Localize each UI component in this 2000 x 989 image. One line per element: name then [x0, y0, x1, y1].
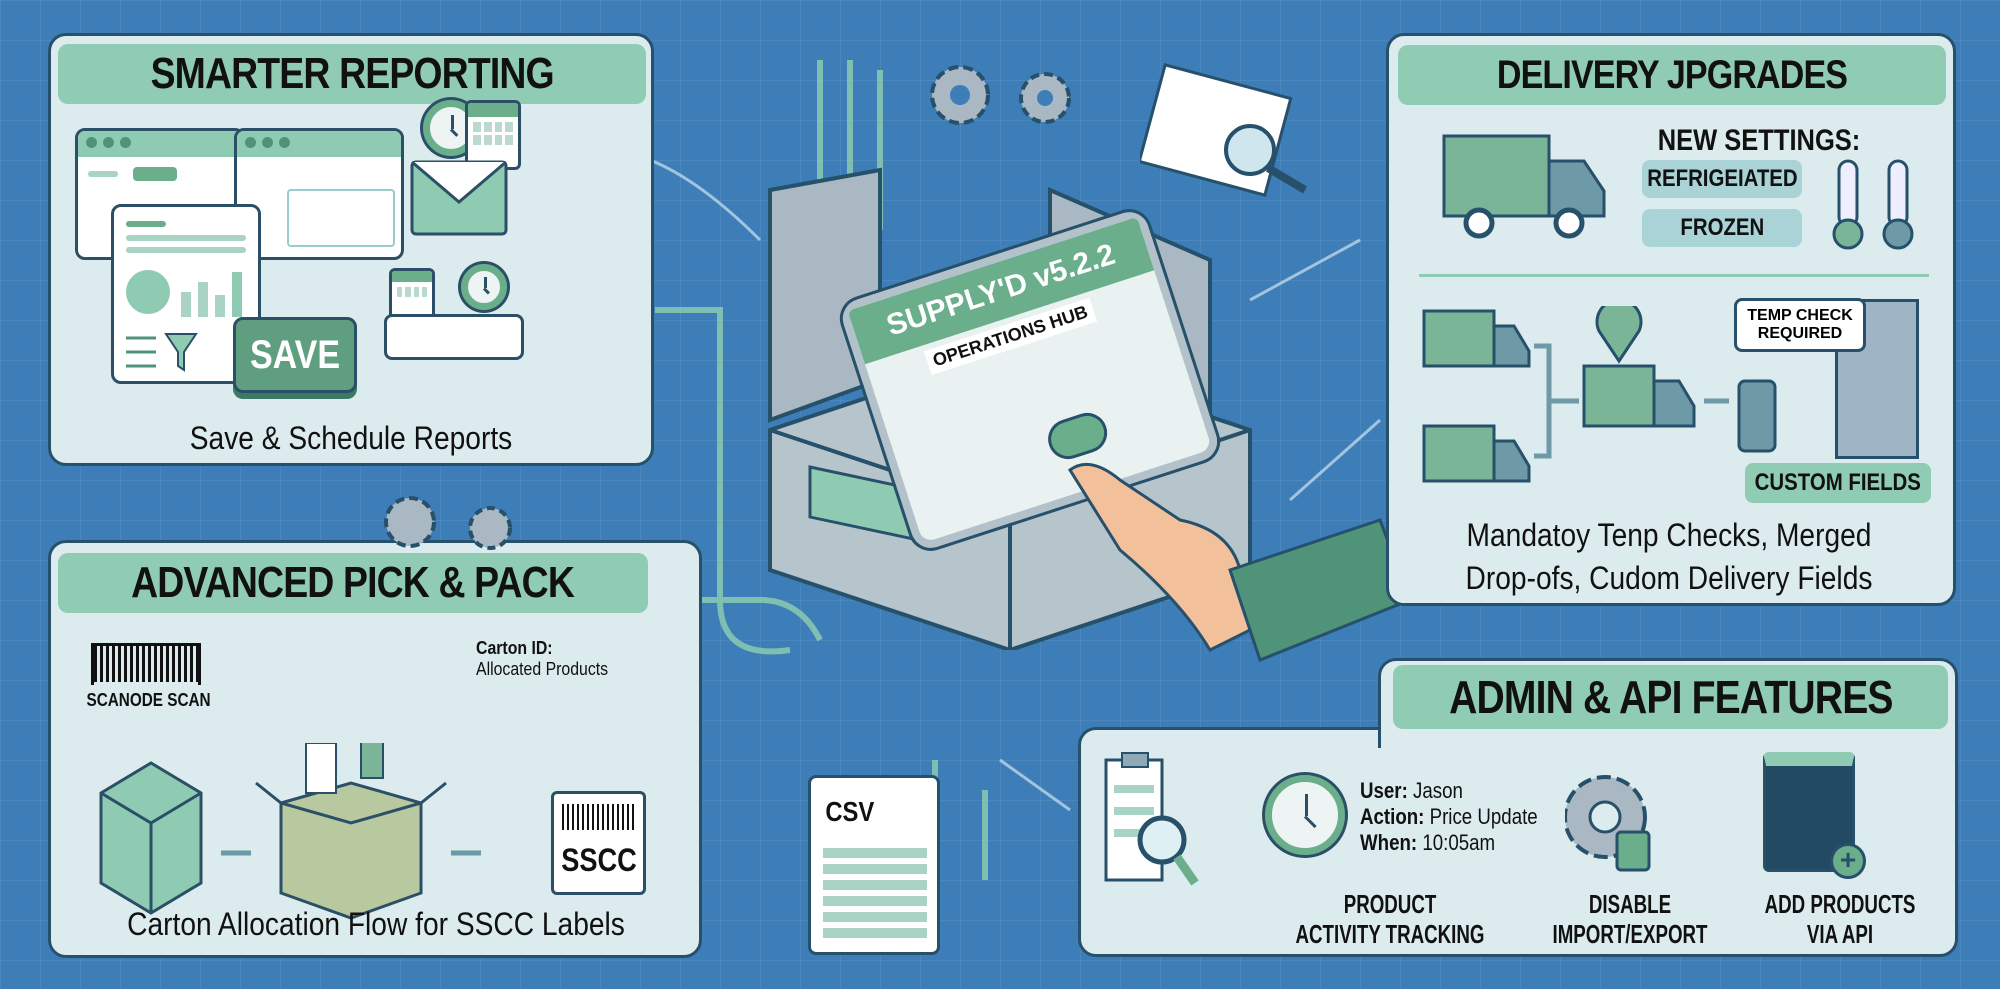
feature-disable-import-export: DISABLE IMPORT/EXPORT [1552, 889, 1708, 949]
delivery-caption-line2: Drop-ofs, Cudom Delivery Fields [1465, 560, 1873, 596]
email-icon [410, 160, 508, 236]
clock-icon [461, 264, 507, 310]
panel-title: ADMIN & API FEATURES [1393, 665, 1948, 729]
delivery-upgrades-panel: DELIVERY JPGRADES NEW SETTINGS: REFRIGEI… [1386, 33, 1956, 606]
delivery-caption-line1: Mandatoy Tenp Checks, Merged [1466, 517, 1872, 553]
report-window-icon [234, 128, 404, 260]
pick-pack-panel: ADVANCED PICK & PACK SCANODE SCAN Carton… [48, 540, 702, 958]
add-icon[interactable]: + [1830, 843, 1866, 879]
feature-add-products-api: ADD PRODUCTS VIA API [1764, 889, 1916, 949]
panel-title: SMARTER REPORTING [58, 44, 646, 104]
gears-icon [384, 496, 512, 550]
panel-title: DELIVERY JPGRADES [1398, 45, 1946, 105]
reporting-caption: Save & Schedule Reports [189, 420, 513, 456]
truck-icon [1442, 134, 1606, 239]
filter-icon [126, 333, 198, 372]
pointing-hand [1067, 462, 1412, 662]
custom-fields-badge: CUSTOM FIELDS [1745, 463, 1931, 503]
thermometer-icon [1832, 159, 1914, 250]
refrigerated-option[interactable]: REFRIGEIATED [1642, 160, 1802, 198]
temp-check-bubble: TEMP CHECK REQUIRED [1734, 298, 1866, 352]
sscc-label-icon: SSCC [551, 791, 646, 895]
feature-product-activity: PRODUCT ACTIVITY TRACKING [1295, 889, 1485, 949]
activity-log: User: Jason Action: Price Update When: 1… [1360, 778, 1538, 855]
schedule-bar [384, 314, 524, 360]
clock-icon [1265, 775, 1345, 855]
clipboard-magnifier-icon [1140, 63, 1308, 197]
carton-flow-illustration [99, 743, 481, 920]
calendar-icon [465, 100, 521, 170]
report-document-icon [111, 204, 261, 384]
csv-file-icon: CSV [808, 775, 940, 955]
clipboard-search-icon [1104, 752, 1199, 886]
chart-icon [126, 270, 242, 317]
frozen-option[interactable]: FROZEN [1642, 209, 1802, 247]
panel-title: ADVANCED PICK & PACK [58, 553, 648, 613]
smarter-reporting-panel: SMARTER REPORTING SAVE Save & Schedule R… [48, 33, 654, 466]
carton-id-label: Carton ID:Allocated Products [476, 638, 609, 679]
pickpack-caption: Carton Allocation Flow for SSCC Labels [127, 906, 625, 942]
new-settings-label: NEW SETTINGS: [1657, 124, 1861, 157]
save-button[interactable]: SAVE [233, 317, 357, 393]
merged-dropoff-illustration [1422, 306, 1777, 483]
gears-icon [930, 65, 1071, 125]
barcode-scan-icon [91, 643, 201, 685]
scan-label: SCANODE SCAN [86, 690, 211, 710]
gear-lock-icon [1565, 775, 1651, 872]
divider [1419, 274, 1929, 277]
